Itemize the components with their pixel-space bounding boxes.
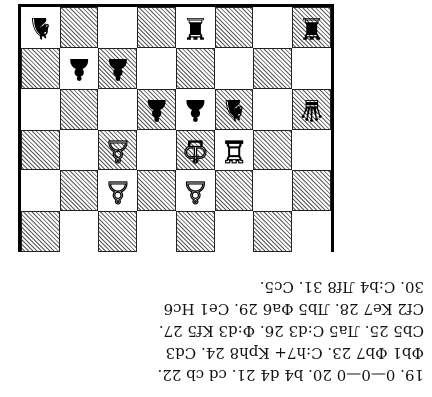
board-square — [21, 130, 60, 171]
board-square — [292, 48, 331, 89]
white-pawn-icon: ♙ — [176, 170, 215, 211]
black-knight-icon: ♞ — [215, 89, 254, 130]
black-pawn-icon: ♟ — [99, 48, 138, 89]
board-square — [60, 130, 99, 171]
board-square — [215, 7, 254, 48]
board-square — [254, 211, 293, 252]
board-square — [137, 48, 176, 89]
board-square — [137, 130, 176, 171]
board-square — [292, 211, 331, 252]
board-square: ♟ — [99, 48, 138, 89]
board-square — [60, 89, 99, 130]
board-square — [254, 89, 293, 130]
black-pawn-icon: ♟ — [137, 89, 176, 130]
black-knight-icon: ♞ — [21, 7, 60, 48]
white-king-icon: ♔ — [176, 130, 215, 171]
board-square — [21, 48, 60, 89]
board-square — [21, 170, 60, 211]
notation-line: Cf2 Ke7 28. Лb5 Фa6 29. Ce1 Hc6 — [12, 298, 424, 320]
board-square — [254, 130, 293, 171]
board-square — [292, 130, 331, 171]
board-square — [215, 170, 254, 211]
board-square: ♙ — [99, 130, 138, 171]
board-square — [137, 211, 176, 252]
board-square — [254, 7, 293, 48]
board-square — [137, 170, 176, 211]
board-square: ♞ — [215, 89, 254, 130]
black-pawn-icon: ♟ — [176, 89, 215, 130]
board-square — [60, 170, 99, 211]
board-square: ♖ — [215, 130, 254, 171]
notation-line: 30. С:b4 Лf8 31. Cc5. — [12, 276, 424, 298]
board-square — [292, 170, 331, 211]
board-square — [176, 211, 215, 252]
white-pawn-icon: ♙ — [99, 130, 138, 171]
board-square: ♟ — [60, 48, 99, 89]
board-square: ♞ — [21, 7, 60, 48]
board-square — [99, 89, 138, 130]
black-queen-icon: ♛ — [292, 89, 331, 130]
board-square — [99, 7, 138, 48]
board-square — [60, 7, 99, 48]
board-square: ♔ — [176, 130, 215, 171]
board-square — [215, 48, 254, 89]
board-square: ♙ — [176, 170, 215, 211]
black-rook-icon: ♜ — [176, 7, 215, 48]
board-square — [254, 170, 293, 211]
board-square: ♛ — [292, 89, 331, 130]
black-rook-icon: ♜ — [292, 7, 331, 48]
black-pawn-icon: ♟ — [60, 48, 99, 89]
notation-line: Сb5 25. Лa5 С:d3 26. Ф:d3 Kf5 27. — [12, 320, 424, 342]
board-square — [60, 211, 99, 252]
board-square: ♜ — [292, 7, 331, 48]
notation-line: 19. 0—0—0 20. b4 d4 21. cd cb 22. — [12, 364, 424, 386]
white-rook-icon: ♖ — [215, 130, 254, 171]
chess-diagram: ♜♜♞♟♟♛♞♟♟♖♔♙♙♙ — [18, 4, 334, 252]
board-square — [21, 211, 60, 252]
board-square — [176, 48, 215, 89]
board-square — [21, 89, 60, 130]
board-square — [137, 7, 176, 48]
notation-line: Фb1 Фb7 23. С:h7+ Kрh8 24. Сd3 — [12, 342, 424, 364]
board-square: ♙ — [99, 170, 138, 211]
board-square: ♜ — [176, 7, 215, 48]
white-pawn-icon: ♙ — [99, 170, 138, 211]
board-square — [99, 211, 138, 252]
board-square: ♟ — [176, 89, 215, 130]
board-square: ♟ — [137, 89, 176, 130]
board-square — [215, 211, 254, 252]
game-notation: 19. 0—0—0 20. b4 d4 21. cd cb 22. Фb1 Фb… — [0, 262, 432, 392]
board-square — [254, 48, 293, 89]
